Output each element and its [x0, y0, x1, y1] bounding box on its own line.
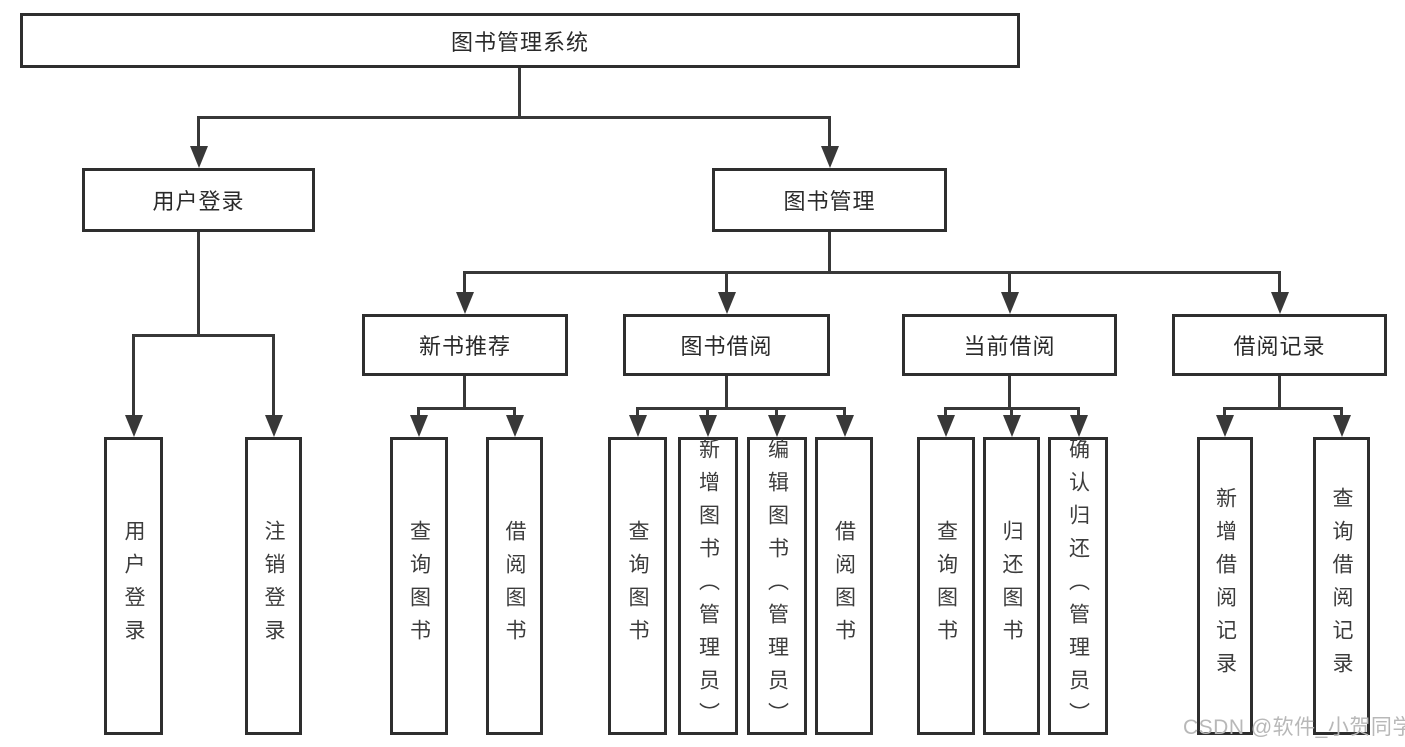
arrow-to-add-books-admin [698, 407, 717, 437]
arrow-to-book-management [820, 116, 839, 168]
leaf-label: 编辑图书（管理员） [765, 437, 789, 735]
connector-new-book-rail [417, 407, 516, 410]
connector-current-borrowing-stem [1008, 376, 1011, 409]
arrow-to-user-login [189, 116, 208, 168]
node-query-books-3: 查询图书 [917, 437, 975, 735]
arrow-to-add-borrow-record [1215, 407, 1234, 437]
node-query-books-1: 查询图书 [390, 437, 448, 735]
connector-book-borrowing-rail [636, 407, 846, 410]
arrow-to-logout-leaf [264, 334, 283, 437]
leaf-label: 查询图书 [626, 520, 649, 652]
node-add-borrow-record: 新增借阅记录 [1197, 437, 1253, 735]
leaf-label: 用户登录 [122, 520, 145, 652]
connector-level3-rail [463, 271, 1281, 274]
connector-borrowing-records-stem [1278, 376, 1281, 409]
node-return-books: 归还图书 [983, 437, 1040, 735]
node-current-borrowing: 当前借阅 [902, 314, 1117, 376]
node-root: 图书管理系统 [20, 13, 1020, 68]
leaf-label: 查询借阅记录 [1330, 487, 1353, 685]
arrow-to-borrow-books-1 [505, 407, 524, 437]
node-user-login: 用户登录 [82, 168, 315, 232]
connector-new-book-stem [463, 376, 466, 409]
leaf-label: 确认归还（管理员） [1066, 437, 1090, 735]
leaf-label: 借阅图书 [503, 520, 526, 652]
node-new-book-recommend: 新书推荐 [362, 314, 568, 376]
arrow-to-return-books [1002, 407, 1021, 437]
node-confirm-return-admin: 确认归还（管理员） [1048, 437, 1108, 735]
node-query-borrow-record: 查询借阅记录 [1313, 437, 1370, 735]
node-logout-leaf: 注销登录 [245, 437, 302, 735]
connector-book-borrowing-stem [725, 376, 728, 409]
arrow-to-confirm-return-admin [1069, 407, 1088, 437]
connector-user-login-stem [197, 232, 200, 337]
node-borrow-books-2: 借阅图书 [815, 437, 873, 735]
connector-user-login-rail [132, 334, 275, 337]
node-book-management: 图书管理 [712, 168, 947, 232]
arrow-to-borrow-books-2 [835, 407, 854, 437]
node-query-books-2: 查询图书 [608, 437, 667, 735]
leaf-label: 新增借阅记录 [1213, 487, 1237, 685]
arrow-to-query-books-2 [628, 407, 647, 437]
leaf-label: 借阅图书 [832, 520, 856, 652]
leaf-label: 归还图书 [1000, 520, 1023, 652]
arrow-to-user-login-leaf [124, 334, 143, 437]
node-add-books-admin: 新增图书（管理员） [678, 437, 738, 735]
connector-root-stem [518, 68, 521, 118]
arrow-to-borrowing-records [1270, 271, 1289, 314]
arrow-to-new-book-recommend [455, 271, 474, 314]
node-book-borrowing: 图书借阅 [623, 314, 830, 376]
node-user-login-leaf: 用户登录 [104, 437, 163, 735]
node-borrow-books-1: 借阅图书 [486, 437, 543, 735]
node-borrowing-records: 借阅记录 [1172, 314, 1387, 376]
leaf-label: 新增图书（管理员） [696, 437, 720, 735]
csdn-watermark: CSDN @软件_小贺同学 [1183, 716, 1405, 739]
leaf-label: 查询图书 [934, 520, 958, 652]
arrow-to-query-books-1 [409, 407, 428, 437]
connector-level2-rail [197, 116, 831, 119]
node-edit-books-admin: 编辑图书（管理员） [747, 437, 807, 735]
connector-borrowing-records-rail [1223, 407, 1343, 410]
arrow-to-book-borrowing [717, 271, 736, 314]
leaf-label: 查询图书 [407, 520, 431, 652]
arrow-to-query-books-3 [936, 407, 955, 437]
arrow-to-edit-books-admin [767, 407, 786, 437]
connector-book-management-stem [828, 232, 831, 274]
arrow-to-current-borrowing [1000, 271, 1019, 314]
arrow-to-query-borrow-record [1332, 407, 1351, 437]
leaf-label: 注销登录 [262, 520, 285, 652]
